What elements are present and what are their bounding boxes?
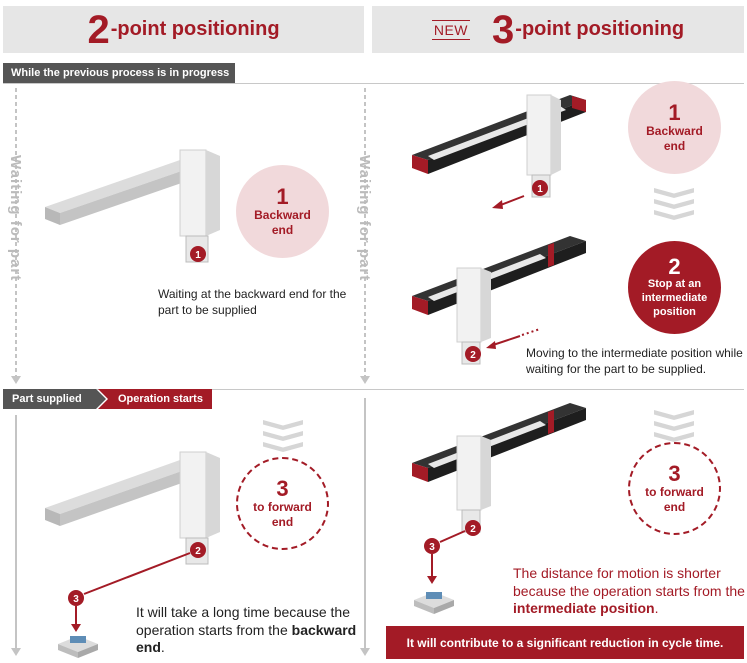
caption-left-bottom: It will take a long time because the ope…: [136, 604, 361, 657]
caption-right-bottom-bold: intermediate position: [513, 600, 655, 616]
badge-right-bottom-3: [424, 538, 440, 554]
caption-right-bottom-pre: The distance for motion is shorter becau…: [513, 565, 745, 599]
waiting-for-part-right: Waiting for part: [356, 155, 373, 282]
top-divider: [3, 83, 744, 84]
badge-right-bottom-3-text: 3: [429, 542, 435, 553]
new-tag: NEW: [431, 19, 471, 40]
caption-left-bottom-pre: It will take a long time because the ope…: [136, 604, 351, 638]
badge-left-top-1: [190, 246, 206, 262]
middle-divider: [3, 389, 744, 390]
header-three-point: NEW 3 -point positioning: [372, 6, 744, 53]
badge-left-bottom-3-text: 3: [73, 594, 79, 605]
circle-left-backward-label: Backward end: [254, 208, 311, 238]
circle-right-backward-end: 1 Backward end: [628, 81, 721, 174]
circle-left-backward-end: 1 Backward end: [236, 165, 329, 258]
badge-left-top-1-text: 1: [195, 250, 201, 261]
chevron-down-icon-right-bottom: [654, 410, 694, 443]
badge-right-bottom-2-text: 2: [470, 524, 476, 535]
circle-stop-intermediate: 2 Stop at an intermediate position: [628, 241, 721, 334]
footer-banner: It will contribute to a significant redu…: [386, 626, 744, 659]
badge-right-bottom-2: [465, 520, 481, 536]
actuator-right-top-1: [412, 94, 586, 198]
part-supplied-tag: Part supplied: [12, 393, 82, 405]
caption-left-bottom-post: .: [160, 639, 165, 655]
actuator-right-bottom: [412, 403, 586, 533]
circle-left-backward-num: 1: [276, 183, 289, 209]
circle-left-forward-num: 3: [276, 475, 289, 501]
header-two-point-number: 2: [87, 7, 109, 52]
circle-right-forward-num: 3: [668, 460, 681, 486]
circle-right-forward-end: 3 to forward end: [628, 442, 721, 535]
badge-right-top-2: [465, 346, 481, 362]
badge-right-top-1-text: 1: [537, 184, 543, 195]
actuator-left-top: [45, 149, 220, 263]
progress-tag: While the previous process is in progres…: [3, 63, 235, 83]
circle-stop-intermediate-label: Stop at an intermediate position: [641, 278, 708, 318]
caption-left-top: Waiting at the backward end for the part…: [158, 287, 347, 318]
part-left-bottom: [58, 636, 98, 658]
caption-left-bottom-bold: backward end: [136, 621, 357, 656]
badge-left-bottom-3: [68, 590, 84, 606]
operation-starts-tag: Operation starts: [118, 393, 203, 405]
chevron-down-icon-right-top: [654, 188, 694, 221]
header-three-point-text: -point positioning: [515, 18, 685, 40]
badge-right-top-2-text: 2: [470, 350, 476, 361]
actuator-right-top-2: [412, 236, 586, 365]
caption-right-top: Moving to the intermediate position whil…: [526, 346, 743, 377]
badge-left-bottom-2: [190, 542, 206, 558]
circle-right-forward-label: to forward end: [645, 485, 704, 515]
header-three-point-number: 3: [492, 7, 514, 52]
circle-right-backward-num: 1: [668, 99, 681, 125]
badge-right-top-1: [532, 180, 548, 196]
header-two-point-text: -point positioning: [110, 18, 280, 40]
part-right-bottom: [414, 592, 454, 614]
header-two-point: 2 -point positioning: [3, 6, 364, 53]
chevron-down-icon-left-bottom: [263, 420, 303, 453]
circle-stop-intermediate-num: 2: [668, 254, 681, 280]
waiting-for-part-left: Waiting for part: [7, 155, 24, 282]
circle-left-forward-label: to forward end: [253, 500, 312, 530]
caption-right-bottom-post: .: [654, 600, 659, 616]
circle-right-backward-label: Backward end: [646, 124, 703, 154]
circle-left-forward-end: 3 to forward end: [236, 457, 329, 550]
badge-left-bottom-2-text: 2: [195, 546, 201, 557]
caption-right-bottom: The distance for motion is shorter becau…: [513, 565, 745, 618]
